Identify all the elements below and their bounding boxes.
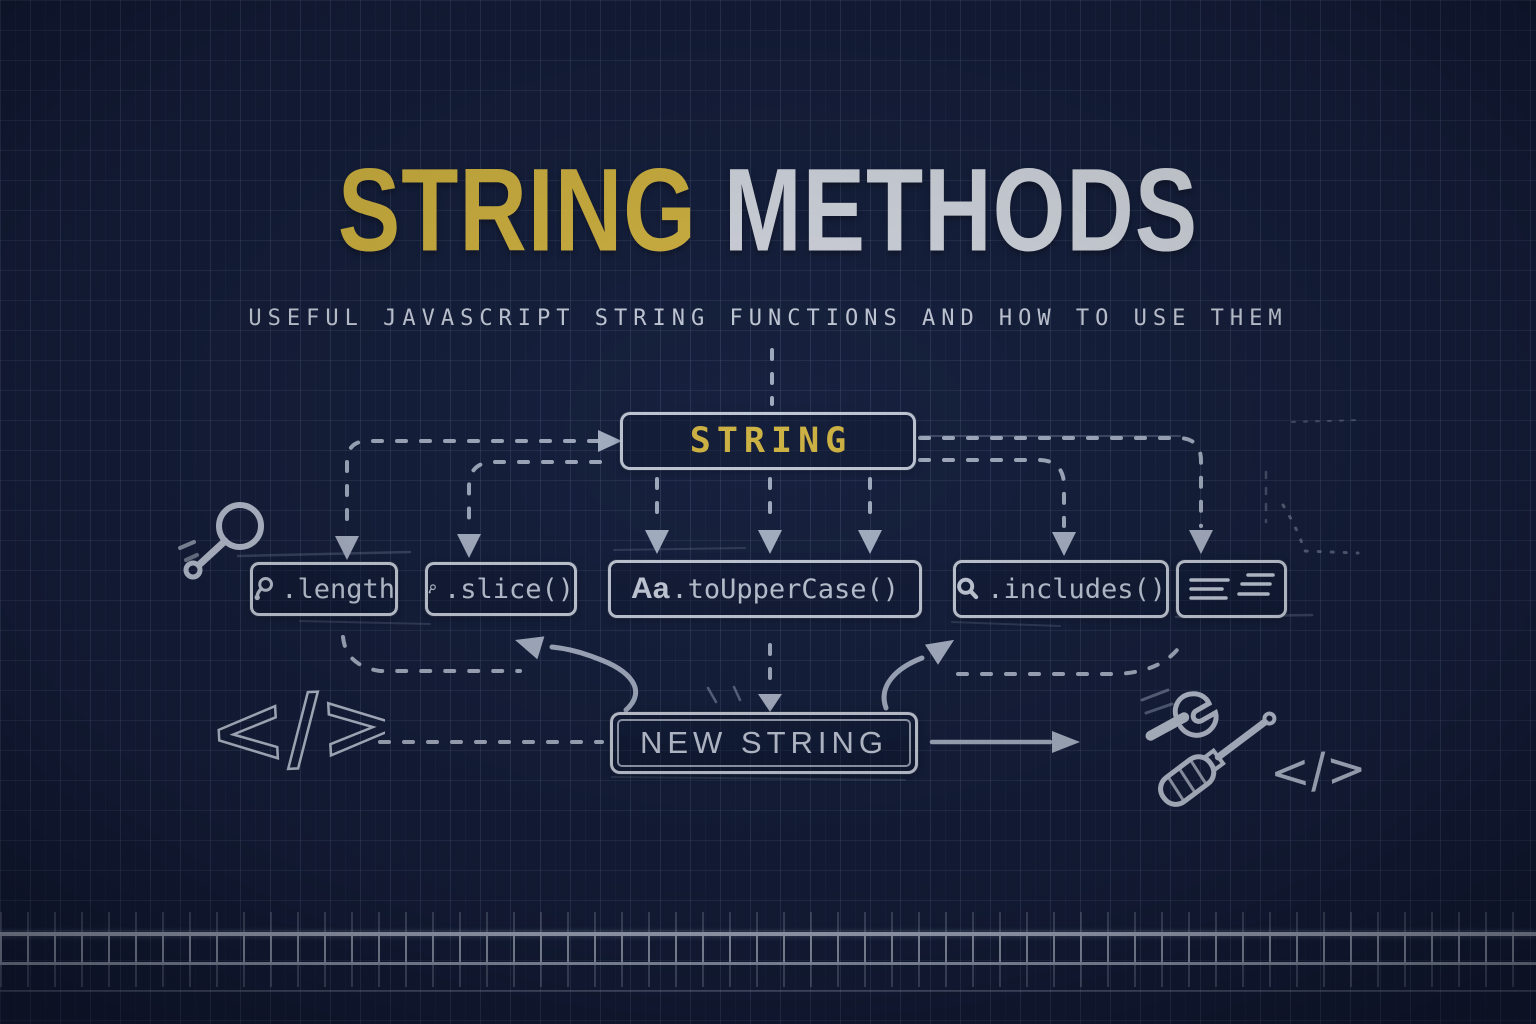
search-icon bbox=[957, 577, 979, 600]
method-label-length: .length bbox=[281, 573, 395, 605]
page-subtitle: USEFUL JAVASCRIPT STRING FUNCTIONS AND H… bbox=[248, 306, 1288, 331]
arrow-string-to-length bbox=[345, 439, 600, 534]
method-label-includes: .includes() bbox=[987, 573, 1166, 605]
ruler-ticks bbox=[0, 936, 1536, 962]
dashed-curve-to-lines-box bbox=[956, 638, 1186, 676]
method-label-slice: .slice() bbox=[443, 573, 574, 605]
string-source-label: STRING bbox=[689, 421, 853, 461]
ruler-ticks bbox=[0, 912, 1536, 932]
magnifier-small-icon bbox=[428, 584, 436, 594]
swoosh-right bbox=[881, 655, 925, 711]
dotted-curve-right bbox=[1281, 503, 1360, 555]
letter-case-icon: Aa bbox=[631, 572, 670, 605]
method-label-touppercase: .toUpperCase() bbox=[671, 573, 899, 605]
method-box-touppercase: Aa .toUpperCase() bbox=[608, 560, 922, 618]
new-string-result-box: NEW STRING bbox=[610, 712, 918, 774]
arrow-string-to-lines bbox=[918, 436, 1203, 528]
new-string-inner-border: NEW STRING bbox=[617, 719, 911, 767]
svg-text:</>: </> bbox=[1269, 742, 1366, 801]
swoosh-left bbox=[549, 644, 639, 713]
arrow-string-to-includes bbox=[918, 458, 1066, 528]
title-string: STRING bbox=[337, 145, 697, 277]
code-tag-icon: </> bbox=[1269, 742, 1366, 801]
magnifying-glass-icon bbox=[178, 502, 264, 580]
wrench-icon bbox=[1145, 691, 1219, 741]
dashed-curve-under-length bbox=[341, 635, 522, 673]
code-brackets-icon: </> bbox=[205, 678, 385, 778]
method-box-slice: .slice() bbox=[425, 562, 577, 616]
ruler-line bbox=[0, 990, 1536, 992]
title-methods: METHODS bbox=[696, 145, 1199, 277]
page-title: STRING METHODS bbox=[77, 150, 1459, 272]
string-source-box: STRING bbox=[620, 412, 916, 470]
arrow-string-to-slice bbox=[467, 460, 602, 530]
text-lines-icon bbox=[1188, 573, 1275, 600]
method-box-text-lines bbox=[1176, 560, 1287, 618]
new-string-label: NEW STRING bbox=[639, 725, 889, 760]
ruler-ticks bbox=[0, 965, 1536, 987]
method-box-includes: .includes() bbox=[953, 560, 1169, 618]
svg-text:</>: </> bbox=[206, 678, 385, 778]
